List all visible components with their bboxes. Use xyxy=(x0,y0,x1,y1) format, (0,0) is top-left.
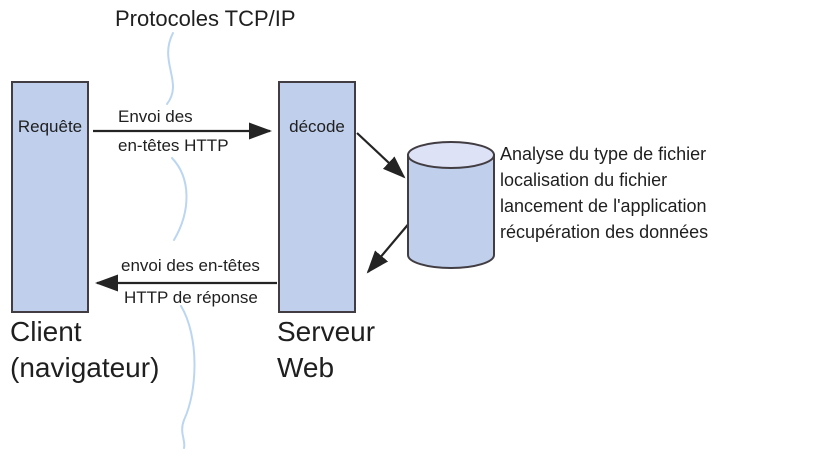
tcpip-squiggle-bottom xyxy=(180,305,196,449)
database-note-line: Analyse du type de fichier xyxy=(500,144,707,164)
database-note-line: lancement de l'application xyxy=(500,196,707,216)
request-arrow-label-line2: en-têtes HTTP xyxy=(118,136,229,155)
client-box-label: Requête xyxy=(17,117,83,136)
database-note-line: récupération des données xyxy=(500,222,709,242)
response-arrow-label-line1: envoi des en-têtes xyxy=(121,256,260,275)
server-to-database-arrow xyxy=(356,132,406,179)
server-box-label: décode xyxy=(289,117,345,136)
client-request-box: Requête xyxy=(11,81,89,313)
server-decode-box: décode xyxy=(278,81,356,313)
response-arrow-label-line2: HTTP de réponse xyxy=(124,288,258,307)
server-caption-line1: Serveur xyxy=(277,316,376,347)
client-caption-line2: (navigateur) xyxy=(10,352,160,383)
client-caption-line1: Client xyxy=(10,316,82,347)
database-notes: Analyse du type de fichier localisation … xyxy=(500,141,708,245)
database-cylinder-icon xyxy=(407,141,495,269)
request-arrow-label-line1: Envoi des xyxy=(118,107,193,126)
server-caption: Serveur Web xyxy=(277,314,375,386)
database-note-line: localisation du fichier xyxy=(500,170,668,190)
tcpip-squiggle-top xyxy=(166,32,174,105)
client-caption: Client (navigateur) xyxy=(10,314,159,386)
tcpip-squiggle-middle xyxy=(171,157,188,241)
server-caption-line2: Web xyxy=(277,352,335,383)
database-to-server-arrow xyxy=(366,220,412,274)
diagram-title: Protocoles TCP/IP xyxy=(115,6,296,31)
